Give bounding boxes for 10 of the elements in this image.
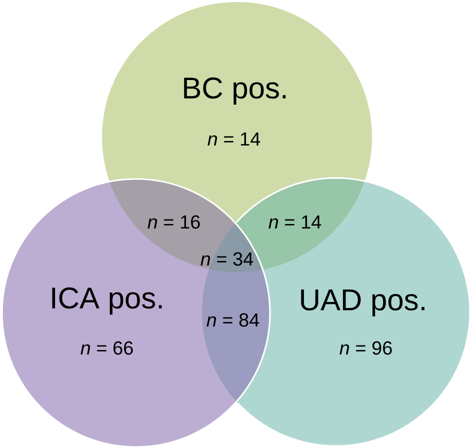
- count-label: n = 16: [148, 215, 200, 229]
- count-label: n = 34: [200, 252, 254, 266]
- set-title: ICA pos.: [52, 287, 162, 315]
- count-label: n = 14: [208, 132, 260, 146]
- count-label: n = 66: [80, 341, 133, 355]
- count-label: n = 84: [206, 313, 260, 327]
- count-label: n = 96: [340, 341, 392, 355]
- set-title: BC pos.: [184, 77, 286, 105]
- count-label: n = 14: [268, 215, 322, 229]
- set-title: UAD pos.: [301, 290, 424, 316]
